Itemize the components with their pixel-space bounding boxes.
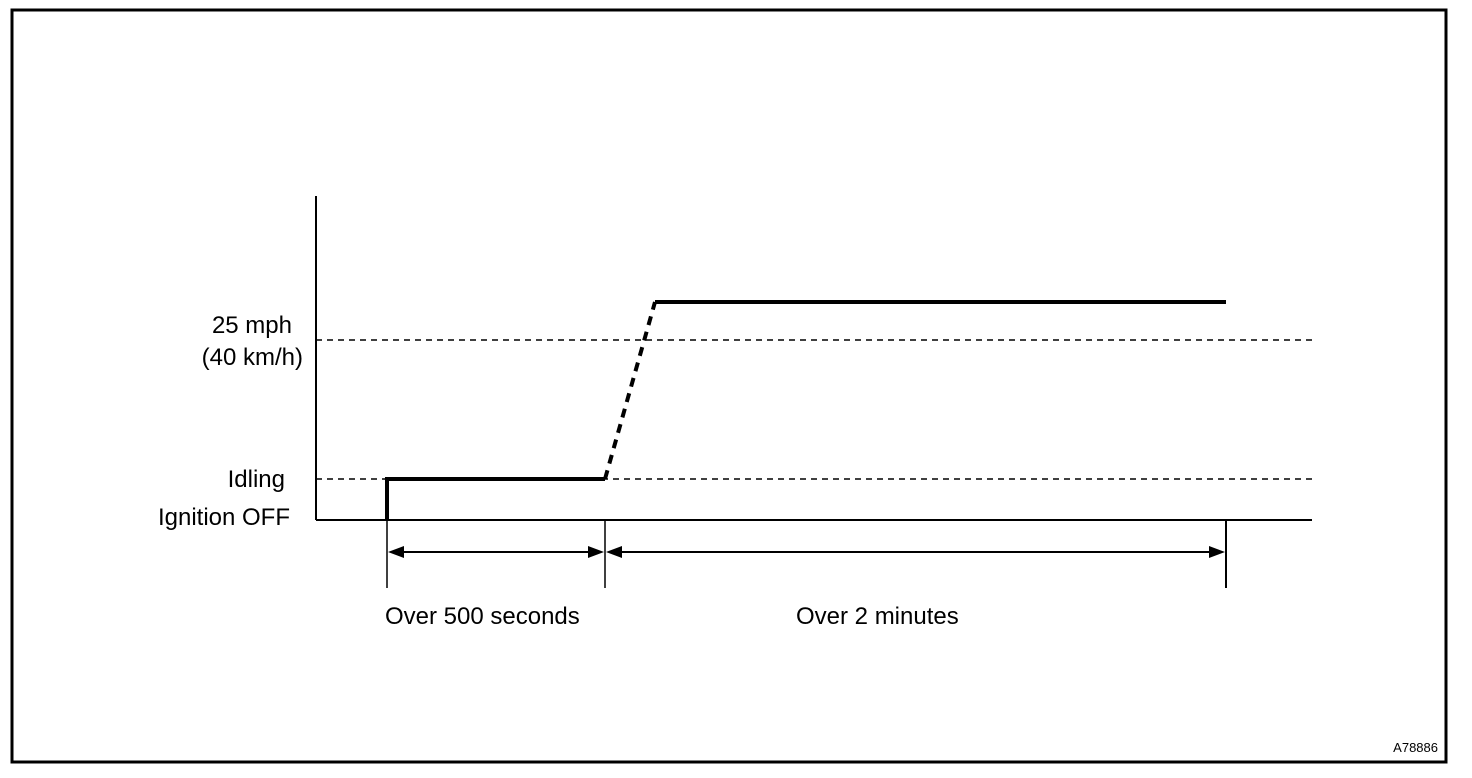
acceleration-dotted-line xyxy=(603,301,657,480)
arrow-head-right-icon xyxy=(1209,546,1225,558)
arrow-head-right-icon xyxy=(588,546,604,558)
figure-id: A78886 xyxy=(1393,740,1438,755)
arrow-head-left-icon xyxy=(606,546,622,558)
diagram-frame xyxy=(10,8,1448,764)
idling-profile-line xyxy=(385,477,605,520)
duration-label-second: Over 2 minutes xyxy=(796,603,959,630)
duration-label-first: Over 500 seconds xyxy=(385,603,580,630)
speed-label-kmh: (40 km/h) xyxy=(202,344,303,371)
idling-label: Idling xyxy=(228,466,285,493)
arrow-head-left-icon xyxy=(388,546,404,558)
ignition-off-label: Ignition OFF xyxy=(158,504,290,531)
speed-label-mph: 25 mph xyxy=(212,312,292,339)
